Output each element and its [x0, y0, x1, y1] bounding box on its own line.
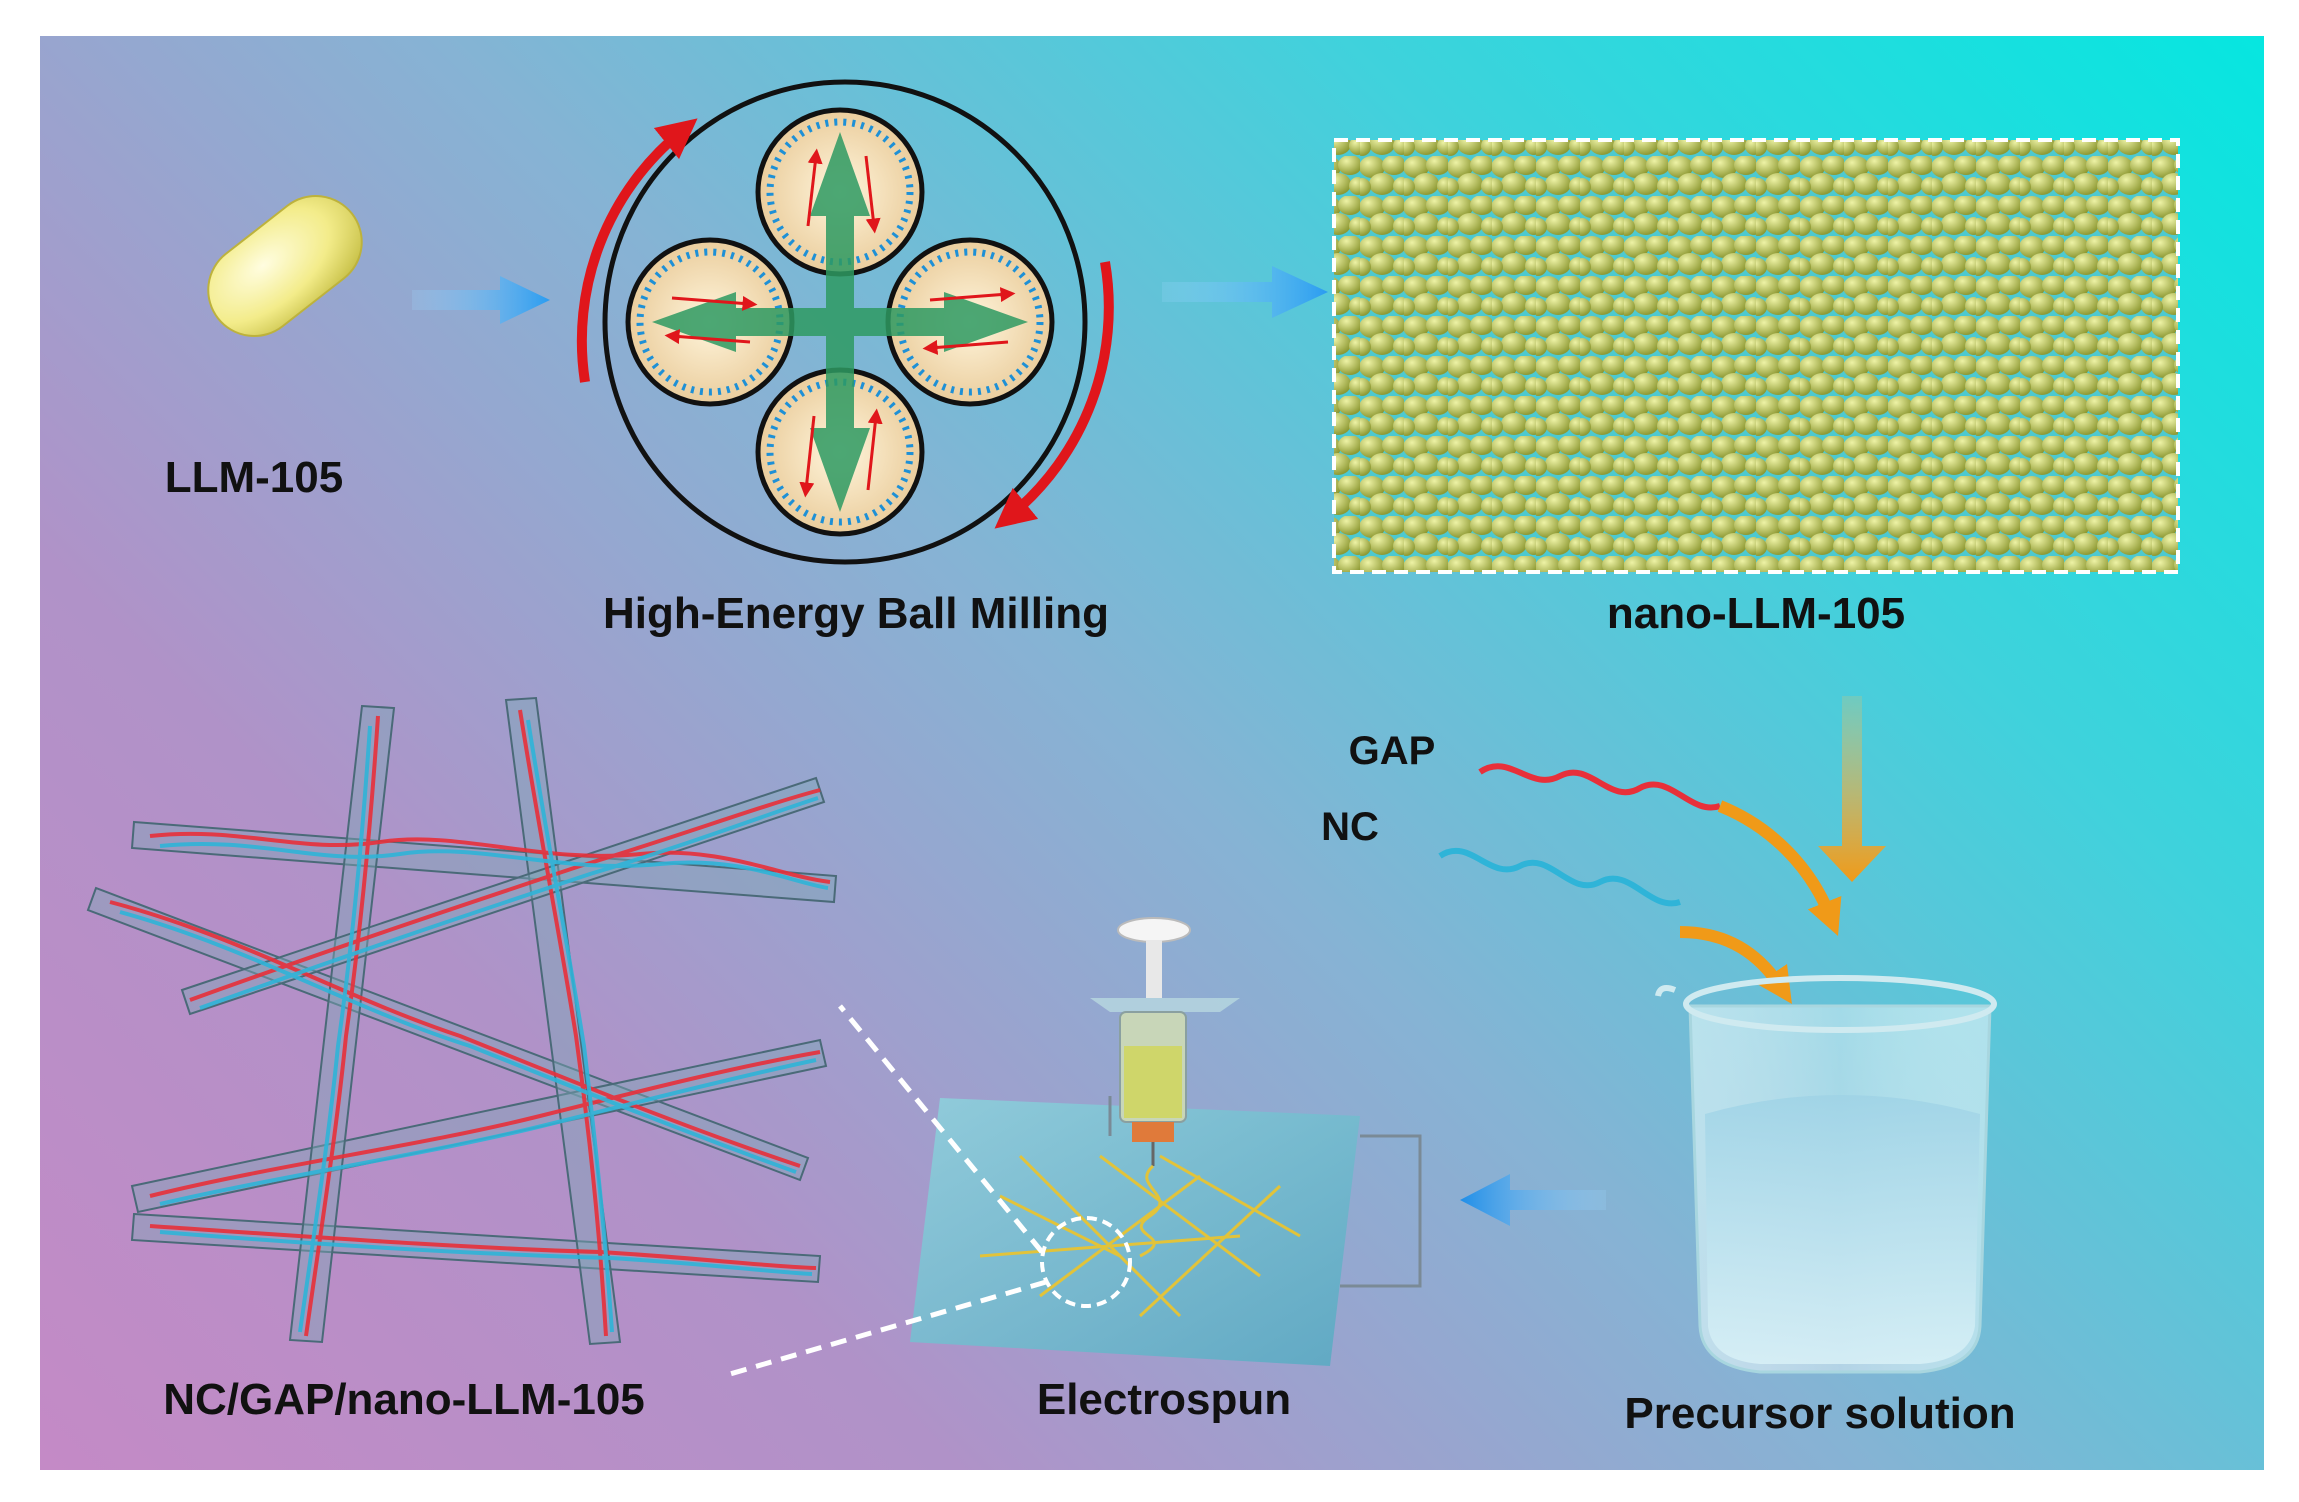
precursor-beaker: [1655, 975, 1997, 1374]
figure-panel: LLM-105 High-Energy Ball Milling nano-LL…: [40, 36, 2264, 1470]
diagram-canvas: LLM-105 High-Energy Ball Milling nano-LL…: [86, 79, 2180, 1438]
composite-label: NC/GAP/nano-LLM-105: [163, 1375, 645, 1424]
tiny-red-arrows: [664, 148, 1016, 498]
nc-chain: [1438, 847, 1792, 1004]
flow-arrow-1: [412, 276, 550, 324]
electrospun-label: Electrospun: [1037, 1375, 1291, 1424]
fiber-mesh: [979, 1154, 1301, 1318]
ball-milling-label: High-Energy Ball Milling: [603, 589, 1109, 638]
precursor-label: Precursor solution: [1624, 1389, 2015, 1438]
flow-arrow-3: [1460, 1174, 1606, 1226]
ball-mill-diagram: [576, 79, 1114, 565]
electrospinning-setup: [729, 917, 1422, 1377]
gap-chain: [1478, 763, 1842, 937]
llm105-crystal: [207, 194, 363, 338]
down-arrow: [1818, 696, 1886, 882]
nc-label: NC: [1321, 805, 1379, 849]
syringe: [1090, 917, 1240, 1258]
llm105-label: LLM-105: [165, 453, 343, 502]
composite-fiber-network: [86, 696, 838, 1346]
nano-particles-image: [1332, 138, 2180, 574]
gap-label: GAP: [1349, 729, 1436, 773]
flow-arrow-2: [1162, 266, 1328, 318]
green-cross-arrows: [652, 132, 1028, 512]
nano-label: nano-LLM-105: [1607, 589, 1905, 638]
